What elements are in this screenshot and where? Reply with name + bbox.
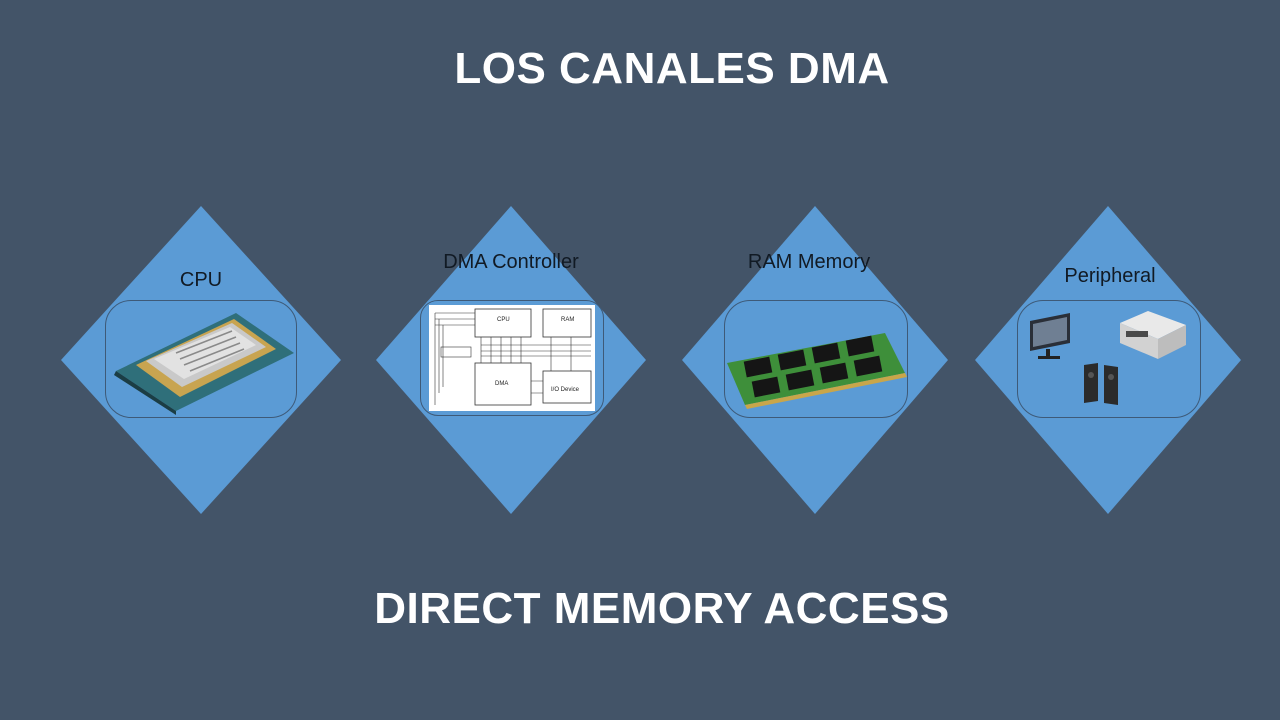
page-subtitle: DIRECT MEMORY ACCESS xyxy=(374,584,950,633)
ram-image-box xyxy=(724,300,908,418)
cpu-label: CPU xyxy=(179,269,223,291)
ram-module-icon xyxy=(727,333,907,409)
peripheral-diamond xyxy=(975,206,1241,514)
cpu-chip-icon xyxy=(114,313,294,415)
peripheral-image-box xyxy=(1017,300,1201,418)
peripheral-devices-icon xyxy=(1030,311,1186,405)
dma-controller-label: DMA Controller xyxy=(443,251,579,273)
dma-image-box: CPU RAM DMA I/O Device xyxy=(420,300,604,416)
peripheral-label: Peripheral xyxy=(1064,265,1156,287)
diagram-ram-text: RAM xyxy=(561,317,574,323)
ram-memory-label: RAM Memory xyxy=(747,251,871,273)
diagram-dma-text: DMA xyxy=(495,381,508,387)
cpu-image-box xyxy=(105,300,297,418)
diagram-cpu-text: CPU xyxy=(497,317,510,323)
dma-block-diagram: CPU RAM DMA I/O Device xyxy=(429,305,595,411)
page-title: LOS CANALES DMA xyxy=(454,44,890,93)
diagram-io-device-text: I/O Device xyxy=(551,387,580,393)
